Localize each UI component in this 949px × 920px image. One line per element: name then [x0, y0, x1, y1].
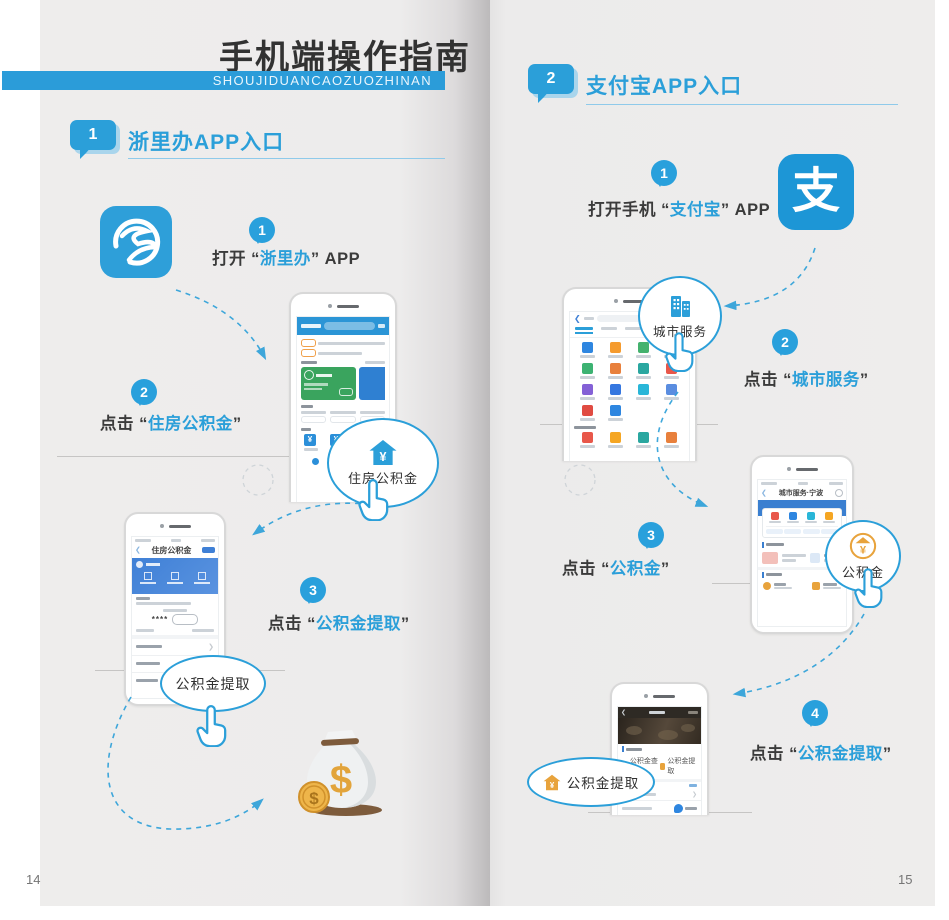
page-number-right: 15	[898, 872, 913, 887]
step-text: 点击 “住房公积金”	[100, 415, 242, 433]
zheliban-app-icon	[100, 206, 172, 278]
alipay-zhi-glyph: 支	[791, 165, 840, 218]
phone-bezel	[564, 294, 695, 308]
step-text: 点击 “公积金提取”	[268, 615, 410, 633]
subtitle-bar: SHOUJIDUANCAOZUOZHINAN	[2, 71, 445, 90]
section-badge: 2	[528, 64, 574, 103]
speaker-bar-icon	[336, 304, 359, 308]
section-badge: 1	[70, 120, 116, 159]
page-number-left: 14	[26, 872, 41, 887]
tap-hand-icon	[196, 705, 227, 747]
mini-blue-panel	[132, 557, 218, 594]
speaker-bar-icon	[623, 299, 645, 303]
step-text: 打开手机 “支付宝” APP	[588, 201, 771, 219]
phone-bezel	[291, 299, 395, 313]
section-title-alipay: 支付宝APP入口	[586, 75, 743, 98]
step-badge: 2	[772, 329, 798, 356]
step-text: 点击 “公积金提取”	[750, 745, 892, 763]
svg-text:¥: ¥	[860, 544, 867, 556]
tap-hand-icon	[358, 479, 389, 521]
phone-bezel	[126, 519, 224, 533]
mini-title: 住房公积金	[151, 545, 192, 555]
gongjijin-gold-icon: ¥	[849, 532, 877, 559]
zheliban-logo-swirl	[113, 218, 161, 266]
shelf-line	[57, 456, 303, 457]
svg-text:$: $	[330, 758, 352, 802]
city-service-building-icon	[671, 295, 690, 317]
tap-hand-icon	[854, 568, 883, 608]
camera-dot-icon	[327, 304, 332, 308]
step-badge: 1	[651, 160, 677, 187]
phone-screen: ❮ 城市服务·宁波	[757, 479, 847, 627]
speaker-bar-icon	[168, 524, 191, 528]
phone-bezel	[752, 462, 852, 476]
callout-gjj-right: ¥ 公积金	[825, 520, 901, 592]
alipay-app-icon: 支	[778, 154, 854, 230]
step-badge: 3	[300, 577, 326, 604]
step-badge: 4	[802, 700, 828, 727]
mini-amount-card: ****	[132, 594, 218, 639]
mini-green-card	[301, 367, 356, 400]
section-underline	[128, 158, 445, 159]
svg-text:¥: ¥	[550, 780, 555, 789]
speaker-bar-icon	[795, 467, 818, 471]
step-badge: 2	[131, 379, 157, 406]
section-title-zheliban: 浙里办APP入口	[128, 131, 285, 154]
step-text: 点击 “公积金”	[562, 560, 670, 578]
camera-dot-icon	[159, 524, 164, 528]
house-gold-icon: ¥	[543, 774, 561, 790]
speaker-bar-icon	[653, 694, 675, 698]
camera-dot-icon	[644, 694, 648, 698]
section-underline	[586, 104, 898, 105]
step-badge: 1	[249, 217, 275, 244]
step-text: 点击 “城市服务”	[744, 371, 869, 389]
svg-text:$: $	[309, 789, 319, 808]
callout-zhufang-gjj: ¥ 住房公积金	[327, 418, 439, 508]
mini-house-yuan-icon: ¥	[304, 434, 316, 446]
callout-gjj-tiqu-left: 公积金提取	[160, 655, 266, 712]
house-yuan-icon: ¥	[369, 439, 397, 466]
mini-search-pill	[324, 322, 375, 330]
mini-title: 城市服务·宁波	[778, 489, 824, 497]
mini-blue-card	[359, 367, 385, 400]
step-text: 打开 “浙里办” APP	[212, 250, 361, 268]
tap-hand-icon	[665, 332, 694, 372]
camera-dot-icon	[614, 299, 618, 303]
callout-gjj-tiqu-right: ¥ 公积金提取	[527, 757, 655, 807]
camera-dot-icon	[786, 467, 791, 471]
phone-mockup-city-service: ❮ 城市服务·宁波	[750, 455, 854, 634]
mini-coins-photo	[618, 718, 701, 744]
step-badge: 3	[638, 522, 664, 549]
money-bag-icon: $ $	[298, 730, 382, 816]
mini-app-header	[297, 317, 389, 335]
svg-text:¥: ¥	[380, 450, 387, 464]
page-title: 手机端操作指南	[219, 39, 471, 77]
mini-services-card	[762, 507, 842, 538]
phone-bezel	[612, 689, 707, 703]
